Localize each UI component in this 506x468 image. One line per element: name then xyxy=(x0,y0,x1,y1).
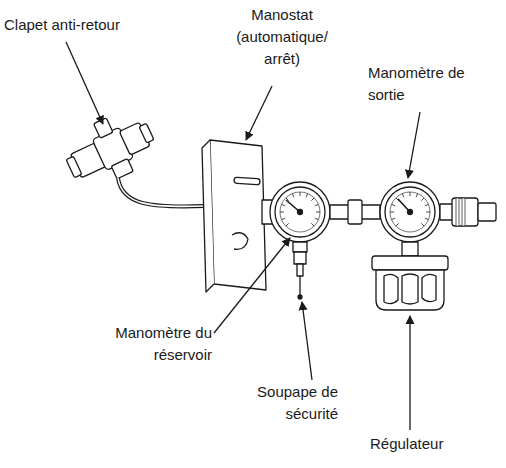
part-label: Manostat (automatique/ arrêt) xyxy=(226,4,338,70)
leader-line xyxy=(246,86,272,140)
leader-line xyxy=(214,238,290,333)
part-label: Manomètre de sortie xyxy=(368,62,490,106)
leader-line xyxy=(302,302,312,380)
quick-coupler xyxy=(440,198,496,226)
pressure-switch xyxy=(202,140,280,292)
safety-valve xyxy=(294,252,306,299)
check-valve xyxy=(57,103,162,195)
leader-line xyxy=(409,316,410,430)
part-label: Soupape de sécurité xyxy=(222,381,338,425)
part-label: Manomètre du réservoir xyxy=(96,322,212,366)
leader-line xyxy=(66,42,103,124)
leader-line xyxy=(408,112,420,178)
part-label: Clapet anti-retour xyxy=(4,14,154,36)
hose-tube xyxy=(118,178,205,206)
tank-gauge xyxy=(270,182,330,252)
outlet-gauge xyxy=(380,182,440,242)
regulator-knob xyxy=(372,242,448,310)
part-label: Régulateur xyxy=(370,433,480,455)
